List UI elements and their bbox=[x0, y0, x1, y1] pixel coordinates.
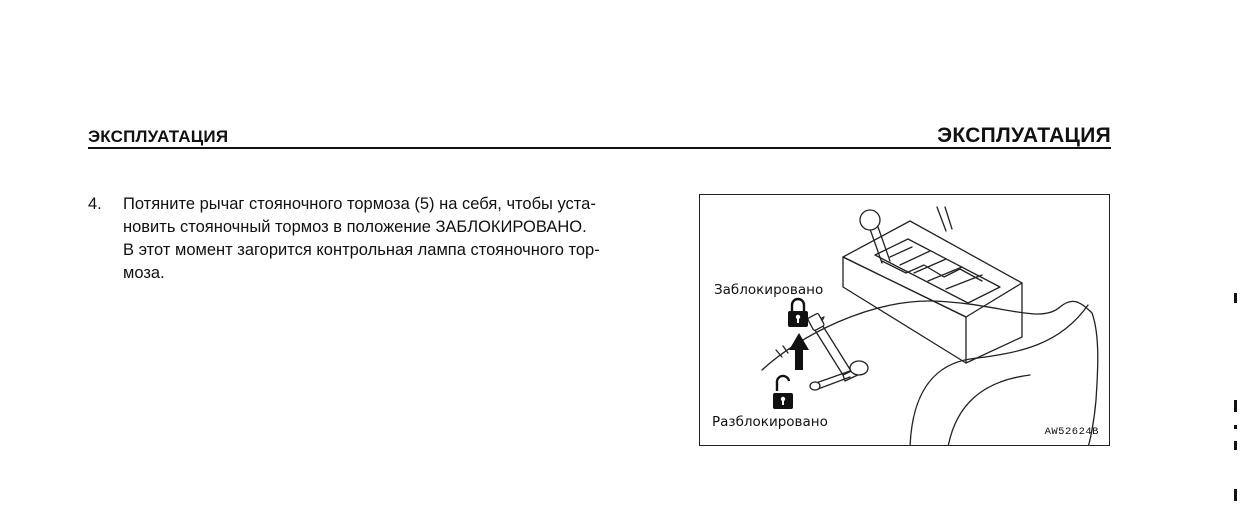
scan-edge-mark bbox=[1234, 400, 1237, 412]
section-title-left: ЭКСПЛУАТАЦИЯ bbox=[88, 127, 229, 146]
padlock-open-icon bbox=[773, 374, 793, 409]
figure-code: AW52624B bbox=[1044, 426, 1099, 438]
label-locked: Заблокировано bbox=[714, 282, 824, 298]
step-number: 4. bbox=[88, 195, 102, 213]
scan-edge-mark bbox=[1234, 489, 1237, 501]
scan-edge-mark bbox=[1234, 441, 1237, 450]
header-divider bbox=[88, 147, 1111, 149]
page-header: ЭКСПЛУАТАЦИЯ ЭКСПЛУАТАЦИЯ bbox=[88, 124, 1111, 150]
parking-brake-illustration: Заблокировано Разблокировано AW52624B bbox=[699, 194, 1110, 446]
padlock-closed-icon bbox=[788, 297, 808, 327]
scan-edge-mark bbox=[1234, 293, 1237, 303]
label-unlocked: Разблокировано bbox=[712, 414, 828, 430]
section-title-right: ЭКСПЛУАТАЦИЯ bbox=[937, 124, 1111, 147]
step-text: Потяните рычаг стояночного тормоза (5) н… bbox=[123, 195, 600, 282]
scan-edge-mark bbox=[1234, 425, 1237, 429]
arrow-up-icon bbox=[789, 333, 809, 370]
console-drawing bbox=[761, 206, 1099, 445]
